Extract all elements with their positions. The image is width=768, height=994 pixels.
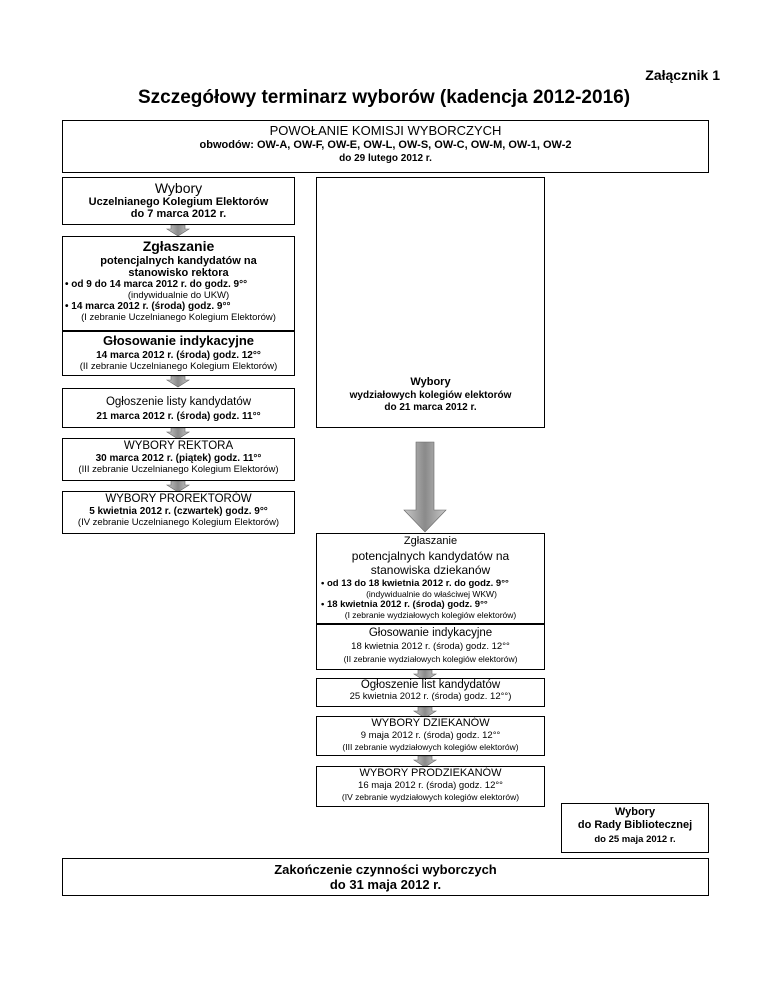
library-council-box: Wybory do Rady Bibliotecznej do 25 maja … [561,803,709,853]
ukw-line1: Uczelnianego Kolegium Elektorów [88,196,269,208]
prodeans-title: WYBORY PRODZIEKANÓW [359,767,502,779]
library-line1: do Rady Bibliotecznej [577,819,693,831]
indicative-line1: 14 marca 2012 r. (środa) godz. 12°° [96,350,261,361]
arrow-down-icon [412,755,438,768]
dean-nomination-line2: stanowiska dziekanów [370,563,491,577]
nomination-bullet1: od 9 do 14 marca 2012 r. do godz. 9°° [63,279,294,290]
prodeans-note: (IV zebranie wydziałowych kolegiów elekt… [341,792,520,802]
dean-lists-line1: 25 kwietnia 2012 r. (środa) godz. 12°°) [349,691,512,702]
arrow-down-icon [165,480,191,493]
committee-districts: obwodów: OW-A, OW-F, OW-E, OW-L, OW-S, O… [199,139,572,151]
dean-nomination-title: Zgłaszanie [403,535,458,547]
prorectors-title: WYBORY PROREKTORÓW [105,493,252,505]
faculty-line2: do 21 marca 2012 r. [384,402,477,413]
rector-line1: 30 marca 2012 r. (piątek) godz. 11°° [95,453,262,464]
committee-heading: POWOŁANIE KOMISJI WYBORCZYCH [269,123,502,138]
ukw-title: Wybory [154,180,203,196]
prorectors-election-box: WYBORY PROREKTORÓW 5 kwietnia 2012 r. (c… [62,491,295,534]
end-line2: do 31 maja 2012 r. [329,877,442,892]
ukw-line2: do 7 marca 2012 r. [130,208,227,220]
page-title: Szczegółowy terminarz wyborów (kadencja … [137,87,631,108]
nomination-line1: potencjalnych kandydatów na [100,255,257,267]
list-line1: 21 marca 2012 r. (środa) godz. 11°° [96,411,261,422]
rector-election-box: WYBORY REKTORA 30 marca 2012 r. (piątek)… [62,438,295,481]
dean-nomination-note2: (I zebranie wydziałowych kolegiów elekto… [344,610,517,620]
nomination-bullet2: 14 marca 2012 r. (środa) godz. 9°° [63,301,294,312]
dean-lists-title: Ogłoszenie list kandydatów [360,679,501,691]
dean-lists-box: Ogłoszenie list kandydatów 25 kwietnia 2… [316,678,545,707]
rector-nomination-box: Zgłaszanie potencjalnych kandydatów na s… [62,236,295,331]
ukw-elections-box: Wybory Uczelnianego Kolegium Elektorów d… [62,177,295,225]
nomination-note1: (indywidualnie do UKW) [127,290,230,301]
committee-box: POWOŁANIE KOMISJI WYBORCZYCH obwodów: OW… [62,120,709,173]
library-line2: do 25 maja 2012 r. [594,834,676,845]
nomination-line2: stanowisko rektora [128,267,229,279]
indicative-vote-box: Głosowanie indykacyjne 14 marca 2012 r. … [62,331,295,376]
nomination-note2: (I zebranie Uczelnianego Kolegium Elekto… [81,312,276,323]
deans-note: (III zebranie wydziałowych kolegiów elek… [342,742,519,752]
attachment-label: Załącznik 1 [645,67,720,83]
arrow-down-icon [412,669,438,682]
arrow-down-icon [165,427,191,440]
dean-nomination-bullet1: od 13 do 18 kwietnia 2012 r. do godz. 9°… [317,578,544,589]
arrow-down-icon [165,224,191,237]
prodeans-election-box: WYBORY PRODZIEKANÓW 16 maja 2012 r. (śro… [316,766,545,807]
dean-indicative-line1: 18 kwietnia 2012 r. (środa) godz. 12°° [351,641,510,652]
arrow-down-icon [165,375,191,388]
library-title: Wybory [614,806,656,818]
faculty-elections-box: Wybory wydziałowych kolegiów elektorów d… [316,177,545,428]
dean-nomination-line1: potencjalnych kandydatów na [351,549,510,563]
rector-note: (III zebranie Uczelnianego Kolegium Elek… [78,464,279,475]
dean-nomination-box: Zgłaszanie potencjalnych kandydatów na s… [316,533,545,624]
prodeans-line1: 16 maja 2012 r. (środa) godz. 12°° [358,780,503,791]
dean-indicative-title: Głosowanie indykacyjne [368,627,493,639]
dean-nomination-note1: (indywidualnie do właściwej WKW) [366,589,497,599]
list-title: Ogłoszenie listy kandydatów [105,396,252,408]
deans-election-box: WYBORY DZIEKANÓW 9 maja 2012 r. (środa) … [316,716,545,756]
dean-indicative-note: (II zebranie wydziałowych kolegiów elekt… [343,654,518,664]
faculty-line1: wydziałowych kolegiów elektorów [349,390,512,401]
faculty-title: Wybory [410,376,451,388]
deans-line1: 9 maja 2012 r. (środa) godz. 12°° [360,730,501,741]
candidate-list-box: Ogłoszenie listy kandydatów 21 marca 201… [62,388,295,428]
arrow-down-icon [403,441,447,533]
prorectors-line1: 5 kwietnia 2012 r. (czwartek) godz. 9°° [89,506,268,517]
nomination-title: Zgłaszanie [142,238,215,254]
indicative-title: Głosowanie indykacyjne [103,333,254,348]
rector-title: WYBORY REKTORA [123,440,234,452]
dean-indicative-box: Głosowanie indykacyjne 18 kwietnia 2012 … [316,624,545,670]
arrow-down-icon [412,706,438,719]
end-line1: Zakończenie czynności wyborczych [274,862,497,877]
deans-title: WYBORY DZIEKANÓW [371,717,490,729]
prorectors-note: (IV zebranie Uczelnianego Kolegium Elekt… [77,517,280,528]
end-box: Zakończenie czynności wyborczych do 31 m… [62,858,709,896]
committee-date: do 29 lutego 2012 r. [339,153,432,164]
dean-nomination-bullet2: 18 kwietnia 2012 r. (środa) godz. 9°° [317,599,544,610]
indicative-note: (II zebranie Uczelnianego Kolegium Elekt… [79,361,278,372]
